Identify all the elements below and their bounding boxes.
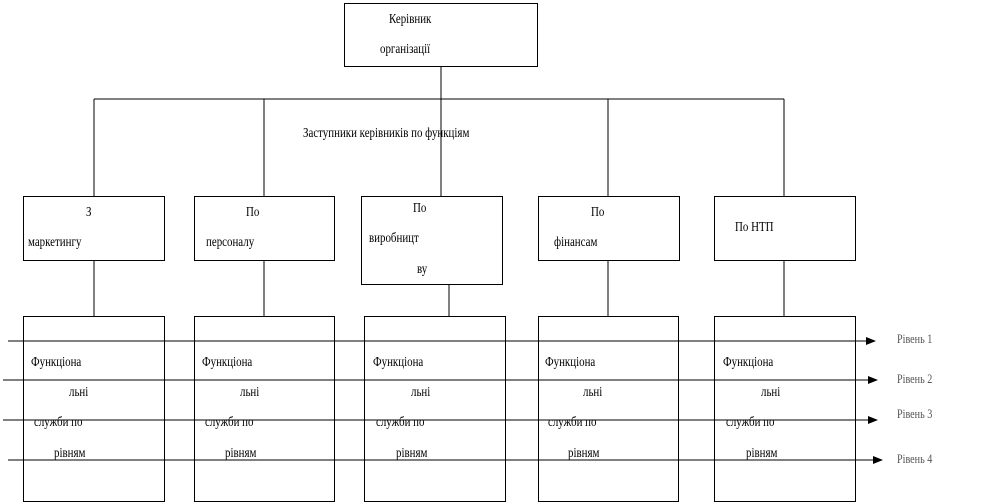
services-label: служби по xyxy=(726,415,775,430)
services-box-rnd xyxy=(714,316,856,502)
services-box-production xyxy=(364,316,506,502)
department-label: фінансам xyxy=(554,235,598,250)
level-label-4: Рівень 4 xyxy=(897,451,933,466)
level-1-arrowhead xyxy=(866,337,876,345)
services-label: Функціона xyxy=(723,355,774,370)
level-label-3: Рівень 3 xyxy=(897,406,933,421)
department-label: виробницт xyxy=(369,231,419,246)
services-label: рівням xyxy=(396,446,428,461)
head-box xyxy=(344,3,538,67)
department-box-rnd xyxy=(714,196,856,261)
department-label: По xyxy=(413,201,427,216)
services-label: Функціона xyxy=(373,355,424,370)
level-3-arrowhead xyxy=(868,416,878,424)
department-label: По НТП xyxy=(735,220,774,235)
services-label: Функціона xyxy=(31,355,82,370)
services-label: служби по xyxy=(376,415,425,430)
services-label: Функціона xyxy=(202,355,253,370)
department-box-marketing xyxy=(23,196,165,261)
services-label: льні xyxy=(240,385,260,400)
department-label: маркетингу xyxy=(28,235,82,250)
services-label: рівням xyxy=(54,446,86,461)
department-label: ву xyxy=(417,262,428,277)
department-label: По xyxy=(246,205,260,220)
services-label: служби по xyxy=(548,415,597,430)
head-label-line1: Керівник xyxy=(389,12,432,27)
department-label: персоналу xyxy=(206,235,255,250)
services-box-marketing xyxy=(23,316,165,502)
services-label: рівням xyxy=(746,446,778,461)
level-4-arrowhead xyxy=(873,456,883,464)
services-label: льні xyxy=(69,385,89,400)
services-label: рівням xyxy=(225,446,257,461)
services-box-personnel xyxy=(194,316,335,502)
level-2-arrowhead xyxy=(868,376,878,384)
department-label: По xyxy=(591,205,605,220)
services-label: служби по xyxy=(205,415,254,430)
services-label: служби по xyxy=(34,415,83,430)
services-label: льні xyxy=(411,385,431,400)
department-box-finance xyxy=(538,196,680,261)
head-label-line2: організації xyxy=(380,42,431,57)
level-label-2: Рівень 2 xyxy=(897,371,933,386)
services-label: рівням xyxy=(568,446,600,461)
services-label: льні xyxy=(583,385,603,400)
services-label: льні xyxy=(761,385,781,400)
services-box-finance xyxy=(538,316,679,502)
services-label: Функціона xyxy=(545,355,596,370)
department-label: З xyxy=(86,205,92,220)
level-label-1: Рівень 1 xyxy=(897,331,933,346)
department-box-personnel xyxy=(194,196,335,261)
department-box-production xyxy=(361,196,503,285)
deputies-label: Заступники керівників по функціям xyxy=(303,126,470,141)
